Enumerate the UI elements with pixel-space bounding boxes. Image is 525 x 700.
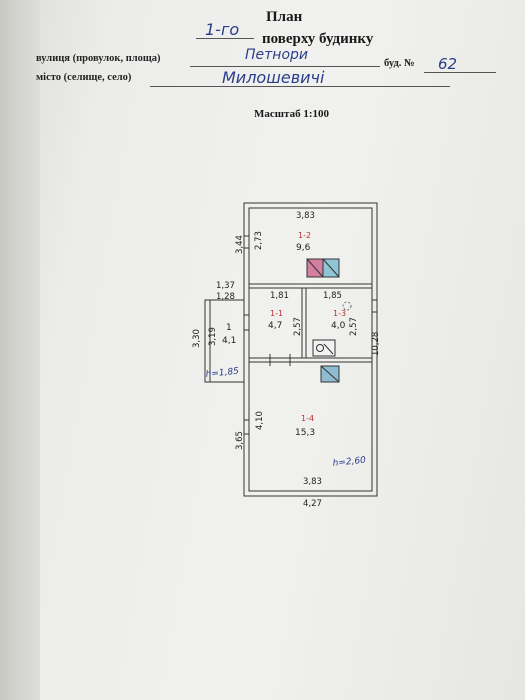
room-id-1-2: 1-2: [298, 231, 311, 240]
building-value: 62: [438, 55, 458, 73]
title-floor-of-house: поверху будинку: [262, 31, 374, 47]
room-id-1-4: 1-4: [301, 414, 314, 423]
dim-top-width: 3,83: [296, 211, 315, 221]
dim-bottom-outer: 4,27: [303, 499, 322, 509]
dim-room3-height: 2,57: [349, 317, 359, 336]
city-underline: [150, 86, 450, 87]
floor-number-handwritten: 1-го: [205, 20, 240, 39]
dim-porch-height-outer: 3,30: [192, 329, 202, 348]
porch-outline: [204, 299, 245, 383]
sink-fixture-room3: [312, 301, 352, 357]
street-label: вулиця (провулок, площа): [36, 53, 161, 64]
dim-right-total: 10,28: [371, 332, 381, 356]
dim-room4-height-inner: 4,10: [255, 411, 265, 430]
inner-wall-outline: [248, 207, 373, 492]
building-label: буд. №: [384, 58, 415, 69]
street-underline: [190, 66, 380, 67]
dim-room2-height: 2,73: [254, 231, 264, 250]
room-area-1-3: 4,0: [331, 321, 346, 331]
room-id-porch: 1: [226, 323, 232, 333]
room-area-1-1: 4,7: [268, 321, 282, 331]
dim-bottom-inner: 3,83: [303, 477, 322, 487]
dim-porch-outer: 1,37: [216, 281, 235, 291]
room-area-1-4: 15,3: [295, 428, 315, 438]
street-value: Петнори: [245, 47, 308, 63]
drain-mark: [342, 301, 352, 311]
floor-number-underline: [196, 38, 254, 39]
scale-label: Масштаб 1:100: [254, 108, 330, 120]
room-id-1-1: 1-1: [270, 309, 283, 318]
dim-room1-width: 1,81: [270, 291, 289, 301]
dim-overall-height-upper: 3,44: [235, 235, 245, 254]
stove-fixture-room4: [320, 365, 340, 383]
city-value: Милошевичі: [222, 68, 325, 87]
dim-room4-height-outer: 3,65: [235, 431, 245, 450]
room-area-1-2: 9,6: [296, 243, 311, 253]
ceiling-height-porch: h=1,85: [205, 367, 239, 380]
page-edge-shadow: [0, 0, 40, 700]
city-label: місто (селище, село): [36, 72, 132, 83]
room-area-porch: 4,1: [222, 336, 236, 346]
dim-porch-height-inner: 3,19: [208, 327, 218, 346]
stove-fixture-room2: [306, 258, 340, 278]
dim-room1-height: 2,57: [293, 317, 303, 336]
building-underline: [424, 72, 496, 73]
dim-room3-width: 1,85: [323, 291, 342, 301]
ceiling-height-main: h=2,60: [332, 456, 366, 469]
title-plan: План: [266, 9, 303, 25]
room-id-1-3: 1-3: [333, 309, 346, 318]
dim-porch-inner: 1,28: [216, 292, 235, 302]
